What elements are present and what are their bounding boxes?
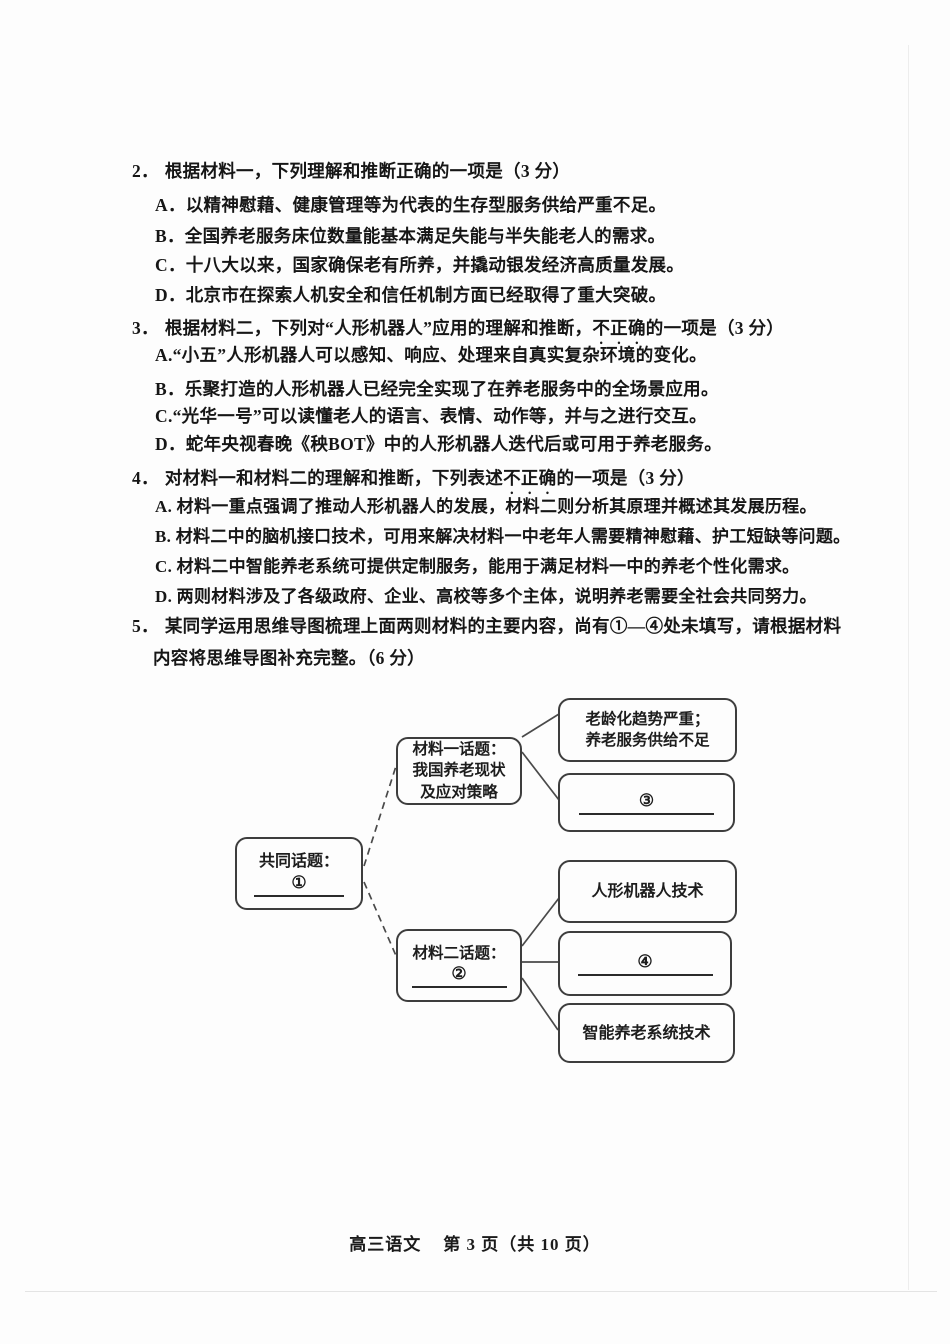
question-2-title-text: 根据材料一，下列理解和推断正确的一项是（3 分） xyxy=(164,161,571,181)
blank-2-underline xyxy=(411,986,507,989)
blank-3: ③ xyxy=(579,791,714,815)
question-3-number: 3． xyxy=(132,318,159,338)
question-4-title-emphasis: 不正确 xyxy=(503,468,557,488)
material1-topic-line1: 材料一话题： xyxy=(412,740,506,758)
blank-3-underline xyxy=(579,812,714,815)
common-topic-label: 共同话题： xyxy=(258,853,339,870)
question-5-text-line1: 某同学运用思维导图梳理上面两则材料的主要内容，尚有①—④处未填写，请根据材料 xyxy=(164,616,842,636)
material1-topic-line3: 及应对策略 xyxy=(420,783,498,801)
blank-4: ④ xyxy=(577,951,713,976)
mindmap-box-common-topic: 共同话题： ① xyxy=(235,837,363,910)
material1-topic-line2: 我国养老现状 xyxy=(412,762,506,780)
question-2-option-d: D．北京市在探索人机安全和信任机制方面已经取得了重大突破。 xyxy=(155,285,667,305)
mindmap-box-humanoid-robot-tech: 人形机器人技术 xyxy=(558,860,737,923)
question-4-title-tail: 的一项是（3 分） xyxy=(556,468,695,488)
question-3-option-d: D．蛇年央视春晚《秧BOT》中的人形机器人迭代后或可用于养老服务。 xyxy=(155,434,722,454)
connector-material2-to-leaf3 xyxy=(521,977,559,1031)
connector-material2-to-leaf1 xyxy=(521,897,560,947)
question-4-option-a: A. 材料一重点强调了推动人形机器人的发展，材料二则分析其原理并概述其发展历程。 xyxy=(155,497,817,516)
humanoid-robot-tech-label: 人形机器人技术 xyxy=(591,883,704,900)
mindmap-box-blank-3: ③ xyxy=(558,773,735,832)
question-2-option-c: C．十八大以来，国家确保老有所养，并撬动银发经济高质量发展。 xyxy=(155,255,685,275)
question-5-title-line1: 5．某同学运用思维导图梳理上面两则材料的主要内容，尚有①—④处未填写，请根据材料 xyxy=(132,613,841,638)
connector-material1-to-leaf1 xyxy=(521,713,560,738)
blank-1-underline xyxy=(254,895,344,897)
scan-artifact-bottom-line xyxy=(25,1291,937,1292)
connector-material1-to-leaf2 xyxy=(521,751,560,801)
question-3-option-c: C.“光华一号”可以读懂老人的语言、表情、动作等，并与之进行交互。 xyxy=(155,406,707,426)
connector-root-to-material2 xyxy=(363,881,398,959)
aging-trend-line1: 老龄化趋势严重； xyxy=(585,710,710,728)
scan-artifact-vertical-line xyxy=(908,45,909,1290)
mindmap-box-aging-trend: 老龄化趋势严重； 养老服务供给不足 xyxy=(558,698,737,762)
footer-course-name: 高三语文 xyxy=(349,1235,422,1254)
question-3-title-text: 根据材料二，下列对“人形机器人”应用的理解和推断， xyxy=(164,318,593,338)
circled-number-2: ② xyxy=(451,964,467,984)
question-2-option-a: A．以精神慰藉、健康管理等为代表的生存型服务供给严重不足。 xyxy=(155,195,667,215)
smart-eldercare-tech-label: 智能养老系统技术 xyxy=(582,1024,711,1042)
question-2-title: 2．根据材料一，下列理解和推断正确的一项是（3 分） xyxy=(132,158,570,183)
question-2-number: 2． xyxy=(132,161,159,181)
blank-4-underline xyxy=(577,973,713,976)
material2-topic-label: 材料二话题： xyxy=(412,944,506,962)
question-4-title-text: 对材料一和材料二的理解和推断，下列表述 xyxy=(164,468,504,488)
question-5-number: 5． xyxy=(132,616,159,636)
question-3-title-tail: 的一项是（3 分） xyxy=(645,318,785,338)
question-4-title: 4．对材料一和材料二的理解和推断，下列表述不正确的一项是（3 分） xyxy=(132,465,695,498)
question-4-option-c: C. 材料二中智能养老系统可提供定制服务，能用于满足材料一中的养老个性化需求。 xyxy=(155,557,800,576)
mindmap-box-material2-topic: 材料二话题： ② xyxy=(396,929,522,1002)
question-3-option-a: A.“小五”人形机器人可以感知、响应、处理来自真实复杂环境的变化。 xyxy=(155,345,707,365)
question-4-number: 4． xyxy=(132,468,159,488)
circled-number-4: ④ xyxy=(637,951,653,971)
mindmap-box-blank-4: ④ xyxy=(558,931,732,996)
circled-number-3: ③ xyxy=(638,790,655,810)
question-4-option-d: D. 两则材料涉及了各级政府、企业、高校等多个主体，说明养老需要全社会共同努力。 xyxy=(155,587,817,606)
question-4-option-b: B. 材料二中的脑机接口技术，可用来解决材料一中老年人需要精神慰藉、护工短缺等问… xyxy=(155,527,851,546)
mindmap-box-smart-eldercare-tech: 智能养老系统技术 xyxy=(558,1003,735,1063)
page-footer: 高三语文 第 3 页（共 10 页） xyxy=(0,1230,950,1255)
aging-trend-line2: 养老服务供给不足 xyxy=(585,732,710,749)
question-5-title-line2: 内容将思维导图补充完整。（6 分） xyxy=(153,648,425,668)
circled-number-1: ① xyxy=(291,873,307,892)
question-3-title: 3．根据材料二，下列对“人形机器人”应用的理解和推断，不正确的一项是（3 分） xyxy=(132,315,784,348)
question-3-option-b: B．乐聚打造的人形机器人已经完全实现了在养老服务中的全场景应用。 xyxy=(155,379,719,399)
connector-root-to-material1 xyxy=(363,762,398,867)
question-2-option-b: B．全国养老服务床位数量能基本满足失能与半失能老人的需求。 xyxy=(155,226,666,246)
blank-1: ① xyxy=(254,873,344,897)
footer-page-number: 第 3 页（共 10 页） xyxy=(443,1235,601,1254)
mindmap-box-material1-topic: 材料一话题： 我国养老现状 及应对策略 xyxy=(396,737,522,805)
question-3-title-emphasis: 不正确 xyxy=(592,318,646,338)
blank-2: ② xyxy=(411,964,507,989)
